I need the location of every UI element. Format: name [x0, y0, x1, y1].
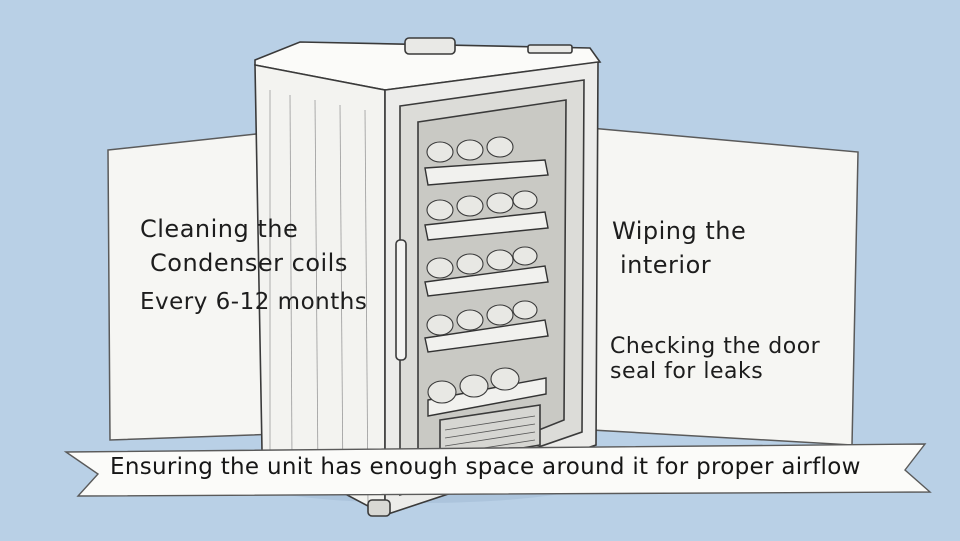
condenser-frequency: Every 6-12 months	[140, 289, 368, 315]
door-seal-line2: seal for leaks	[610, 359, 764, 384]
condenser-title-line1: Cleaning the	[140, 215, 299, 243]
airflow-banner-text: Ensuring the unit has enough space aroun…	[110, 454, 861, 480]
wiping-title-line1: Wiping the	[612, 217, 747, 245]
condenser-title-line2: Condenser coils	[150, 249, 348, 277]
right-info-card	[589, 127, 859, 446]
door-seal-line1: Checking the door	[610, 334, 821, 359]
wine-cooler-icon	[254, 37, 602, 517]
airflow-banner	[63, 443, 932, 497]
wiping-title-line2: interior	[620, 251, 712, 279]
